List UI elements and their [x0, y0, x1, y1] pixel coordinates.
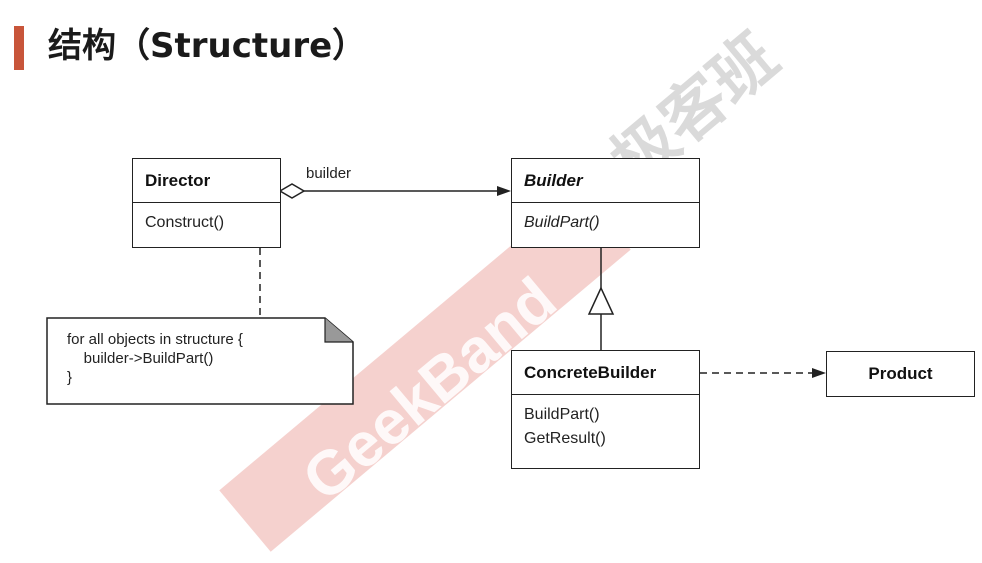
builder-class: Builder BuildPart(): [511, 158, 700, 248]
note-text: for all objects in structure { builder->…: [67, 331, 243, 386]
builder-name: Builder: [512, 159, 699, 203]
director-operation: Construct(): [145, 214, 225, 231]
concrete-builder-operation: BuildPart(): [524, 406, 600, 423]
director-class: Director Construct(): [132, 158, 281, 248]
navigation-arrowhead: [497, 186, 511, 196]
inheritance-triangle: [587, 286, 615, 315]
concrete-builder-operations: BuildPart() GetResult(): [512, 395, 699, 459]
aggregation-label: builder: [306, 165, 352, 182]
product-name: Product: [868, 364, 933, 383]
concrete-builder-operation: GetResult(): [524, 430, 606, 447]
note-shape: [46, 317, 354, 405]
note-fold: [324, 318, 353, 343]
page-title: 结构（Structure）: [48, 26, 367, 66]
dependency-arrowhead: [812, 368, 826, 378]
director-name: Director: [133, 159, 280, 203]
concrete-builder-name: ConcreteBuilder: [512, 351, 699, 395]
product-class: Product: [826, 351, 975, 397]
title-accent-bar: [14, 26, 24, 70]
aggregation-diamond: [278, 183, 306, 199]
concrete-builder-class: ConcreteBuilder BuildPart() GetResult(): [511, 350, 700, 469]
builder-operations: BuildPart(): [512, 203, 699, 243]
note: for all objects in structure { builder->…: [47, 318, 353, 404]
director-operations: Construct(): [133, 203, 280, 243]
builder-operation: BuildPart(): [524, 214, 600, 231]
